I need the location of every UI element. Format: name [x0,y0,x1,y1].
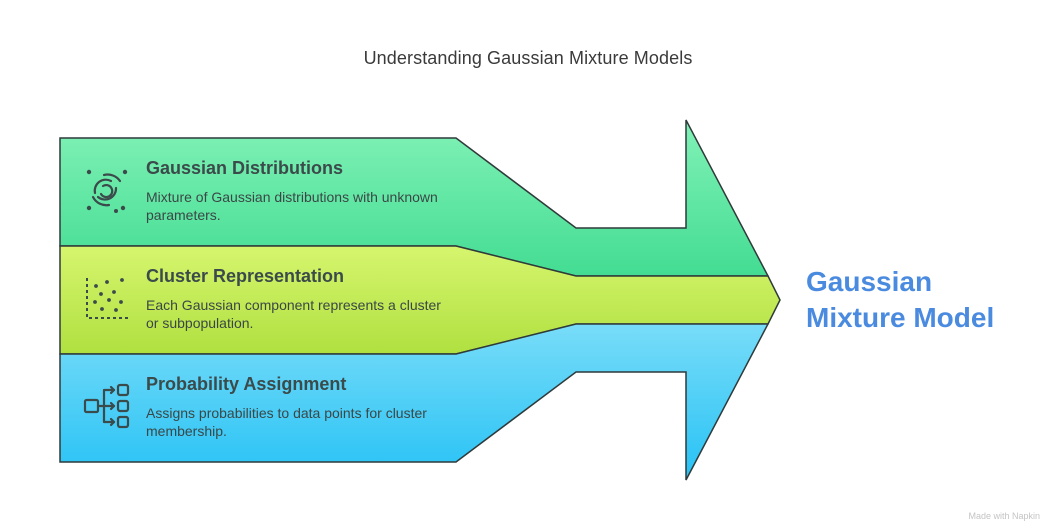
band-heading: Cluster Representation [146,266,345,286]
branching-flow-icon [83,383,130,429]
result-label: Gaussian Mixture Model [806,264,994,336]
band-description: Assigns probabilities to data points for… [146,405,427,439]
band-description: Each Gaussian component represents a clu… [146,297,441,331]
band-text-gaussian-distributions: Gaussian Distributions Mixture of Gaussi… [146,158,446,224]
band-heading: Gaussian Distributions [146,158,344,178]
band-text-cluster-representation: Cluster Representation Each Gaussian com… [146,266,446,332]
watermark-text: Made with Napkin [968,511,1040,521]
band-description: Mixture of Gaussian distributions with u… [146,189,438,223]
scatter-plot-icon [86,278,128,319]
band-probability-assignment [59,323,770,481]
diagram-title: Understanding Gaussian Mixture Models [363,48,693,68]
result-line-2: Mixture Model [806,302,995,333]
band-text-probability-assignment: Probability Assignment Assigns probabili… [146,374,446,440]
result-line-1: Gaussian [806,266,933,297]
band-heading: Probability Assignment [146,374,347,394]
spiral-galaxy-icon [86,169,128,213]
